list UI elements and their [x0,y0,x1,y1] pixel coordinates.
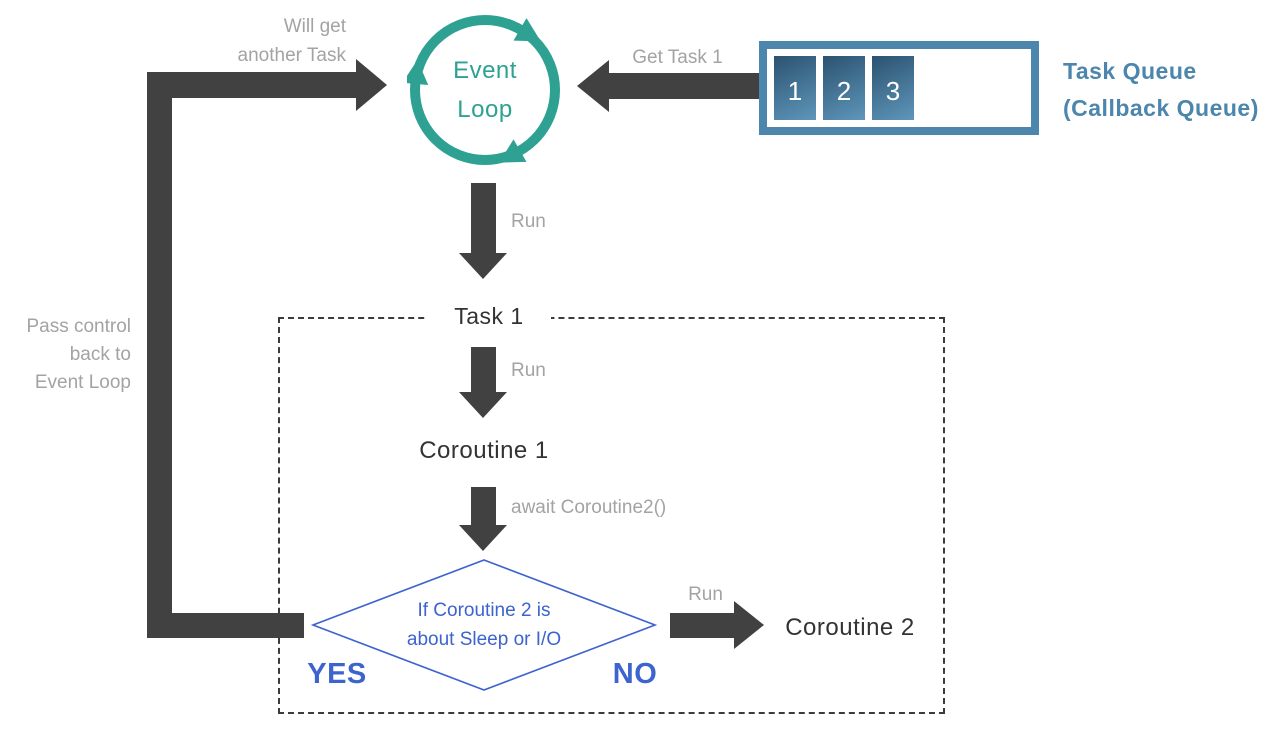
decision-condition-line1: If Coroutine 2 is [417,600,551,621]
will-get-line2: another Task [237,45,346,66]
event-loop-label: Event Loop [407,12,563,168]
pass-control-line3: Event Loop [34,372,131,393]
pass-control-arrow-top-shaft [147,72,356,98]
pass-control-line2: back to [69,344,131,365]
await-arrow-shaft [471,487,496,525]
pass-control-arrowhead-icon [356,59,387,111]
task-queue-label-line2: (Callback Queue) [1063,95,1259,121]
pass-control-arrow-vertical-shaft [147,72,172,638]
task1-dashed-box [278,317,945,714]
pass-control-line1: Pass control [26,316,131,337]
decision-no-label: NO [612,658,658,690]
run-to-coroutine1-label: Run [511,360,546,381]
task-queue-item-2: 2 [823,56,865,120]
run-to-coroutine2-arrow-shaft [670,613,734,638]
run-to-task1-arrowhead-icon [459,253,507,279]
pass-control-arrow-bottom-shaft [147,613,304,638]
will-get-another-task-label: Will get another Task [160,12,346,70]
get-task-label: Get Task 1 [632,47,723,68]
decision-yes-label: YES [307,658,367,690]
run-to-task1-label: Run [511,211,546,232]
event-loop-label-line1: Event [453,57,517,84]
decision-condition-line2: about Sleep or I/O [406,629,562,650]
await-coroutine2-label: await Coroutine2() [511,497,667,518]
await-arrowhead-icon [459,525,507,551]
event-loop-circle-icon [407,15,560,165]
event-loop-label-line2: Loop [457,96,513,123]
task-queue-label-line1: Task Queue [1063,58,1197,84]
run-to-coroutine2-label: Run [688,584,723,605]
run-to-task1-arrow-shaft [471,183,496,253]
get-task-arrowhead-icon [577,60,609,112]
task-queue: 1 2 3 [759,41,1039,135]
get-task-arrow-shaft [609,73,759,99]
run-to-coroutine2-arrowhead-icon [734,601,764,649]
coroutine1-title: Coroutine 1 [419,437,549,464]
decision-condition-label: If Coroutine 2 is about Sleep or I/O [310,557,658,693]
decision-diamond-shape [310,559,658,691]
will-get-line1: Will get [283,16,346,37]
coroutine2-title: Coroutine 2 [785,614,915,641]
run-to-coroutine1-arrow-shaft [471,347,496,392]
task-queue-label: Task Queue (Callback Queue) [1063,53,1279,127]
task1-title: Task 1 [427,301,551,332]
task-queue-item-3: 3 [872,56,914,120]
pass-control-label: Pass control back to Event Loop [0,313,131,397]
run-to-coroutine1-arrowhead-icon [459,392,507,418]
task-queue-item-1: 1 [774,56,816,120]
